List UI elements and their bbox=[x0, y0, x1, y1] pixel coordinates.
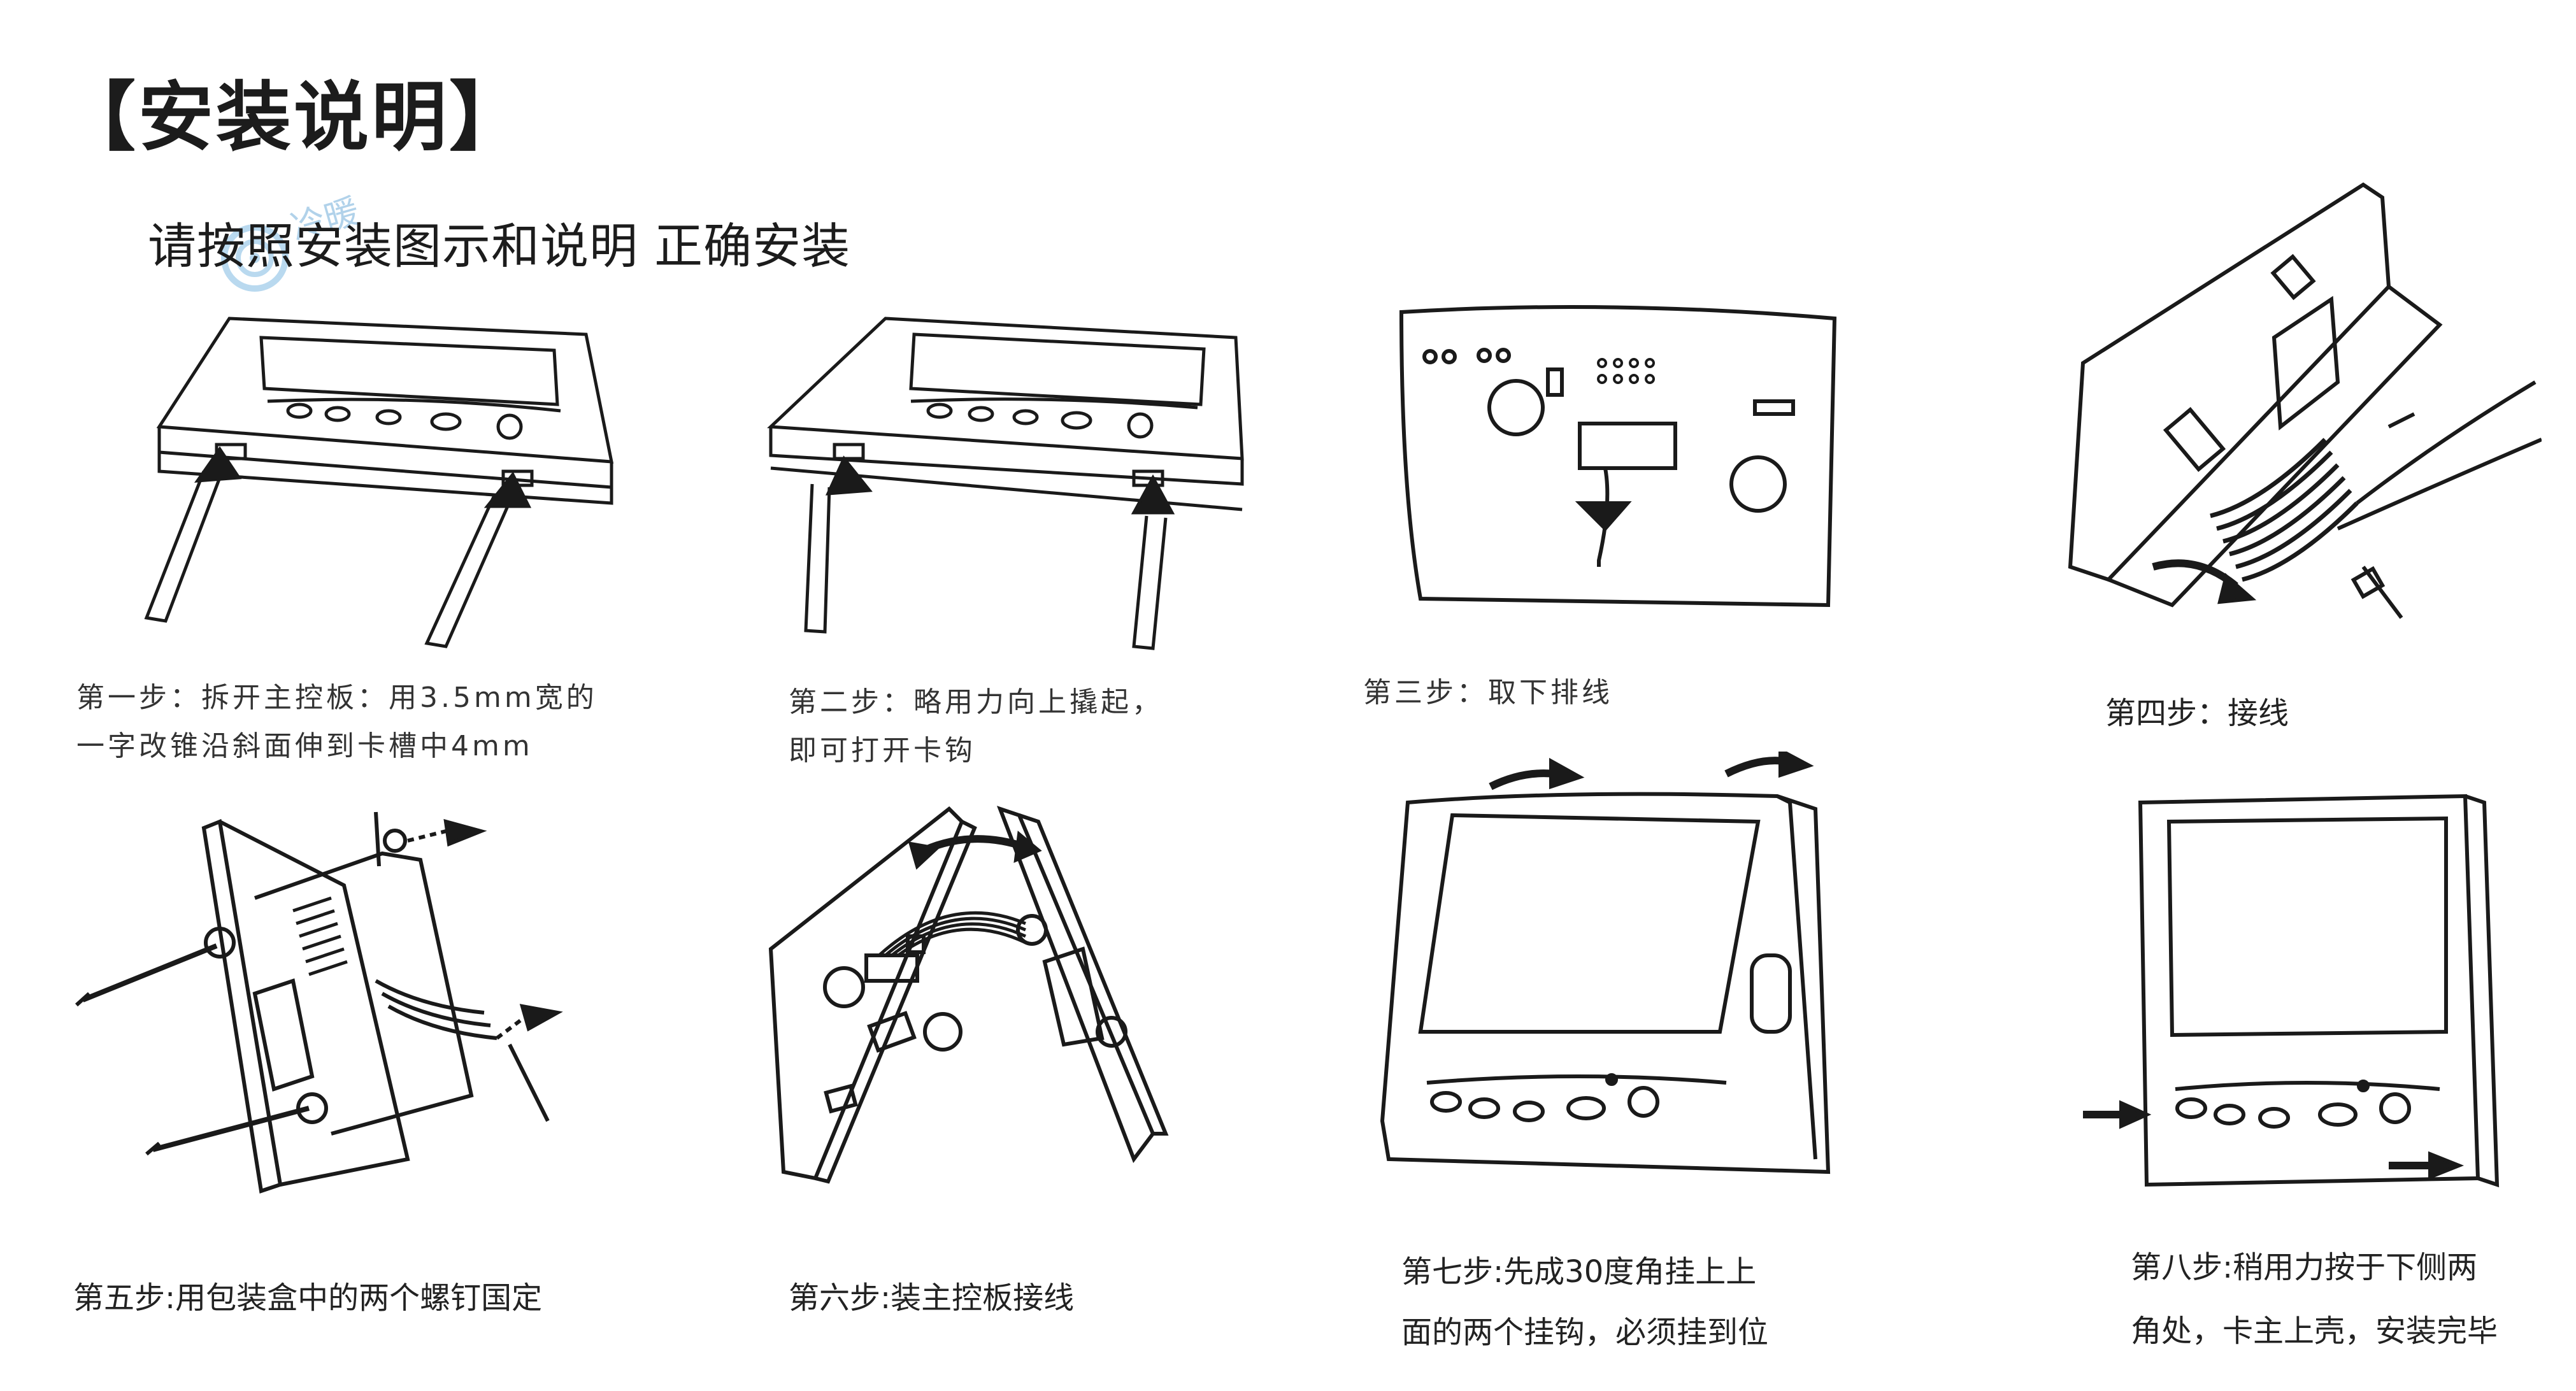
step8-figure bbox=[2083, 794, 2500, 1188]
step6-caption-line1: 第六步:装主控板接线 bbox=[789, 1280, 1075, 1316]
step5-figure bbox=[75, 811, 563, 1194]
step2-figure bbox=[767, 317, 1244, 650]
step1-caption-line1: 第一步：拆开主控板：用3.5mm宽的 bbox=[76, 681, 597, 714]
step7-caption-line2: 面的两个挂钩，必须挂到位 bbox=[1401, 1315, 1769, 1350]
step2-caption-line1: 第二步：略用力向上撬起， bbox=[789, 686, 1163, 718]
step1-caption: 第一步：拆开主控板：用3.5mm宽的 一字改锥沿斜面伸到卡槽中4mm bbox=[76, 674, 597, 771]
step8-caption-line2: 角处，卡主上壳，安装完毕 bbox=[2131, 1313, 2498, 1349]
watermark-logo-icon bbox=[221, 224, 289, 292]
step6-caption: 第六步:装主控板接线 bbox=[789, 1274, 1074, 1322]
step7-figure bbox=[1380, 752, 1831, 1174]
step4-figure bbox=[2068, 182, 2542, 619]
step6-figure bbox=[768, 806, 1169, 1184]
step1-caption-line2: 一字改锥沿斜面伸到卡槽中4mm bbox=[76, 730, 533, 762]
step8-caption: 第八步:稍用力按于下侧两 角处，卡主上壳，安装完毕 bbox=[2131, 1236, 2498, 1363]
step5-caption: 第五步:用包装盒中的两个螺钉国定 bbox=[73, 1274, 542, 1322]
step3-caption: 第三步：取下排线 bbox=[1363, 669, 1613, 717]
step2-caption: 第二步：略用力向上撬起， 即可打开卡钩 bbox=[789, 678, 1163, 775]
step7-caption: 第七步:先成30度角挂上上 面的两个挂钩，必须挂到位 bbox=[1401, 1242, 1768, 1363]
page-title: 【安装说明】 bbox=[61, 73, 527, 161]
step4-caption-line1: 第四步：接线 bbox=[2105, 696, 2289, 731]
step8-caption-line1: 第八步:稍用力按于下侧两 bbox=[2131, 1250, 2478, 1285]
step3-caption-line1: 第三步：取下排线 bbox=[1363, 676, 1613, 709]
step2-caption-line2: 即可打开卡钩 bbox=[789, 734, 976, 767]
step7-caption-line1: 第七步:先成30度角挂上上 bbox=[1401, 1254, 1757, 1290]
step4-caption: 第四步：接线 bbox=[2105, 689, 2289, 738]
page-subtitle: 请按照安装图示和说明 正确安装 bbox=[148, 218, 851, 275]
step3-figure bbox=[1399, 305, 1837, 608]
step5-caption-line1: 第五步:用包装盒中的两个螺钉国定 bbox=[73, 1280, 543, 1316]
step1-figure bbox=[144, 317, 614, 648]
